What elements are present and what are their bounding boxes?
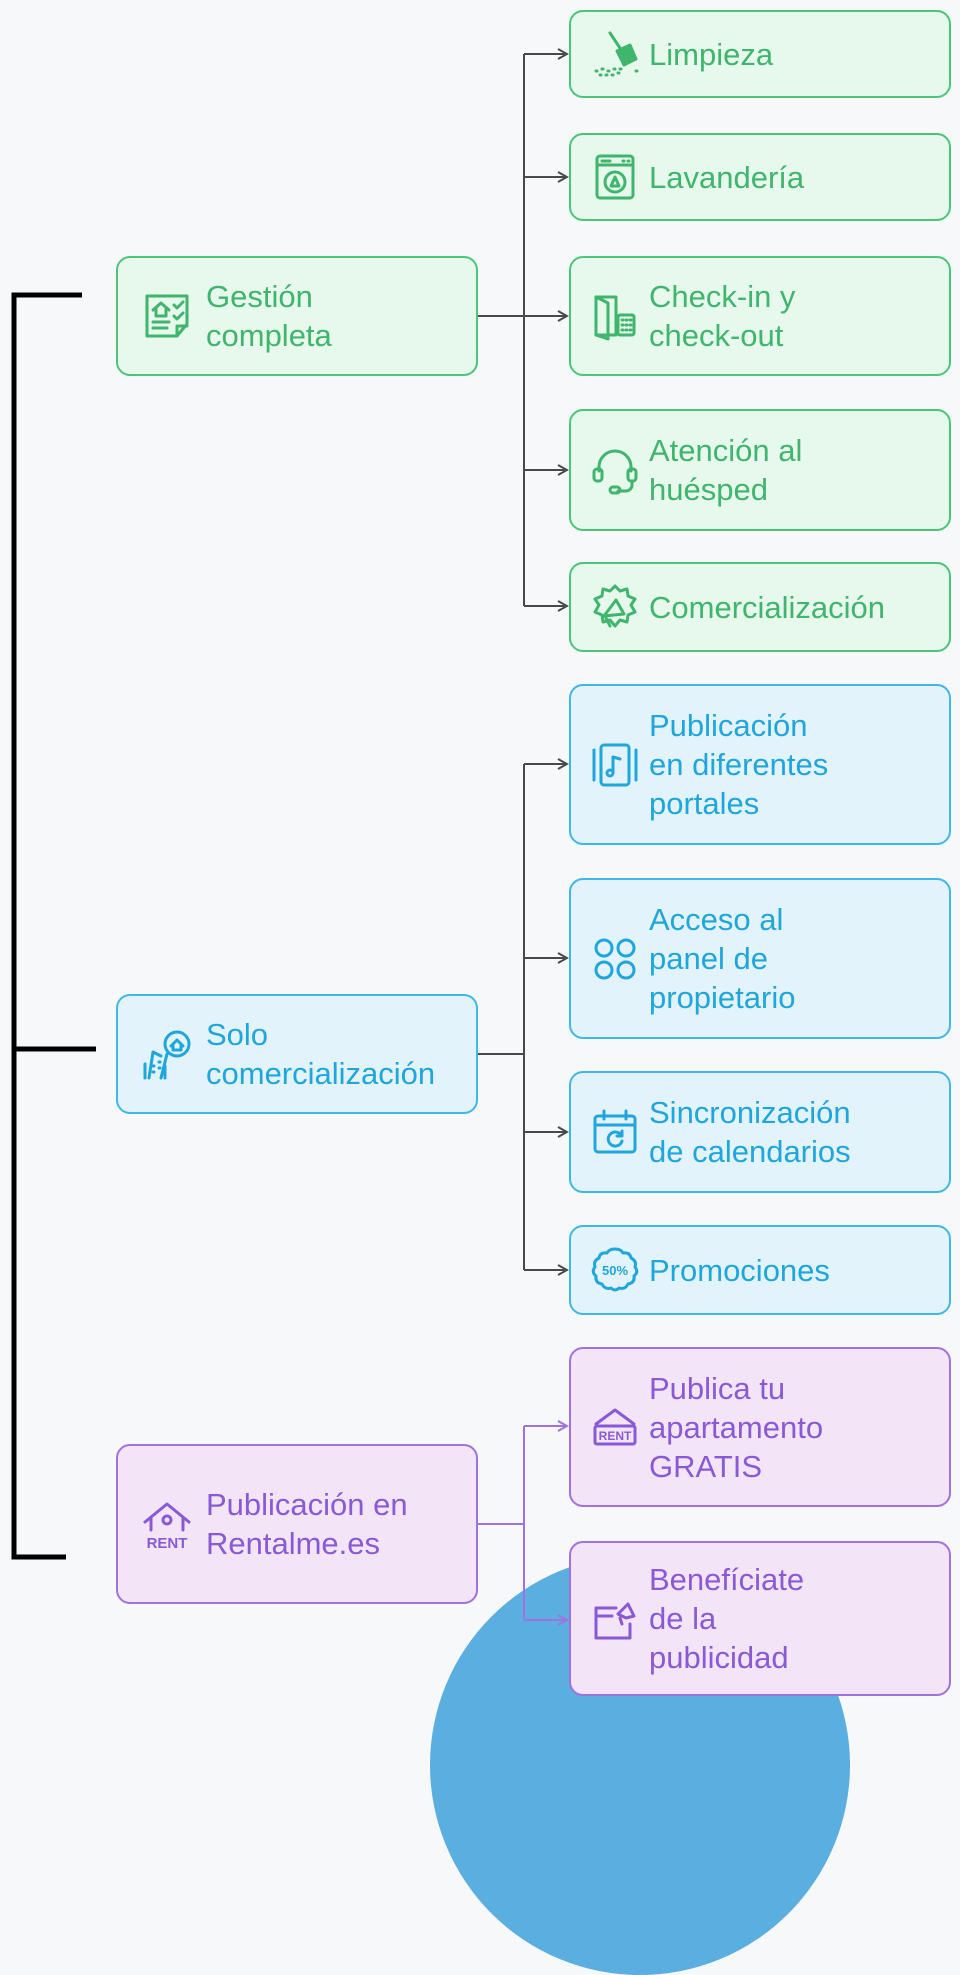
node-label: Promociones <box>649 1252 830 1288</box>
node-label: Acceso al panel de propietario <box>649 902 796 1015</box>
root-bracket <box>11 292 96 1560</box>
broom-icon <box>589 28 641 80</box>
svg-text:RENT: RENT <box>147 1535 188 1552</box>
tablet-music-icon <box>589 739 641 791</box>
node-label: Lavandería <box>649 159 805 195</box>
node-sincronizacion: Sincronización de calendarios <box>569 1071 951 1193</box>
node-check-in: Check-in y check-out <box>569 256 951 376</box>
node-limpieza: Limpieza <box>569 10 951 98</box>
rent-sign-icon: RENT <box>589 1401 641 1453</box>
node-panel-propietario: Acceso al panel de propietario <box>569 878 951 1039</box>
door-keypad-icon <box>589 290 641 342</box>
four-circles-icon <box>589 933 641 985</box>
node-atencion-huesped: Atención al huésped <box>569 409 951 531</box>
node-beneficiate-publicidad: Benefíciate de la publicidad <box>569 1541 951 1696</box>
node-label: Limpieza <box>649 36 774 72</box>
node-publicacion-rentalme: RENT Publicación en Rentalme.es <box>116 1444 478 1604</box>
calendar-sync-icon <box>589 1106 641 1158</box>
building-location-icon <box>136 1023 198 1085</box>
group1-connector <box>478 54 525 606</box>
node-lavanderia: Lavandería <box>569 133 951 221</box>
megaphone-icon <box>589 581 641 633</box>
node-label: Publicación en diferentes portales <box>649 708 829 821</box>
node-promociones: 50% Promociones <box>569 1225 951 1315</box>
washing-machine-icon <box>589 151 641 203</box>
node-label: Solo comercialización <box>206 1017 436 1091</box>
billboard-icon <box>589 1593 641 1645</box>
node-comercializacion: Comercialización <box>569 562 951 652</box>
connector-lines <box>11 0 960 1696</box>
group3-connector <box>478 1426 525 1620</box>
node-label: Comercialización <box>649 589 886 625</box>
group2-connector <box>478 764 525 1270</box>
node-label: Publicación en Rentalme.es <box>206 1487 408 1561</box>
node-label: Benefíciate de la publicidad <box>649 1562 805 1675</box>
node-solo-comercializacion: Solo comercialización <box>116 994 478 1114</box>
node-publica-gratis: RENT Publica tu apartamento GRATIS <box>569 1347 951 1507</box>
node-gestion-completa: Gestión completa <box>116 256 478 376</box>
node-label: Gestión completa <box>206 279 332 353</box>
svg-text:RENT: RENT <box>599 1429 632 1443</box>
node-label: Sincronización de calendarios <box>649 1095 851 1169</box>
house-checklist-icon <box>136 285 198 347</box>
headset-icon <box>589 444 641 496</box>
node-label: Atención al huésped <box>649 433 803 507</box>
node-label: Publica tu apartamento GRATIS <box>649 1370 824 1484</box>
rent-house-icon: RENT <box>136 1493 198 1555</box>
svg-text:50%: 50% <box>602 1263 628 1278</box>
node-label: Check-in y check-out <box>649 279 796 353</box>
node-publicacion-portales: Publicación en diferentes portales <box>569 684 951 845</box>
discount-badge-icon: 50% <box>589 1244 641 1296</box>
